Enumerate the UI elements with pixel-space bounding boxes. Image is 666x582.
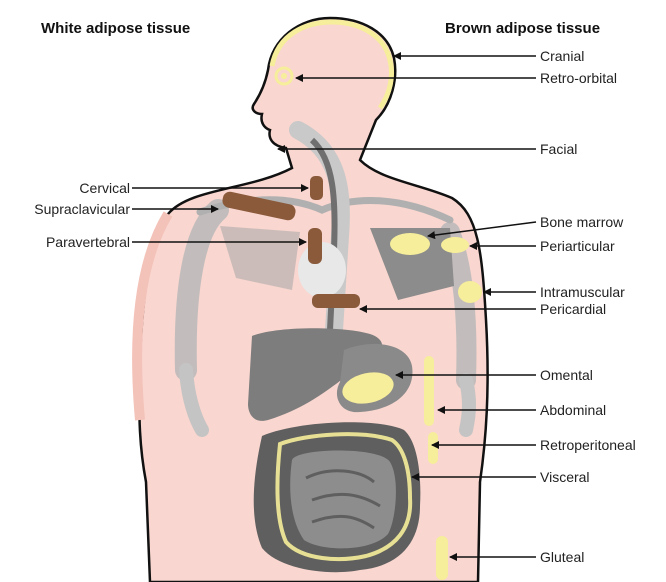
small-intestine [290,451,396,549]
periarticular-fat [441,237,469,253]
label-bone-marrow: Bone marrow [540,214,623,230]
label-intramuscular: Intramuscular [540,284,625,300]
gluteal-fat [436,536,448,580]
pericardial-fat [312,294,360,308]
cervical-fat [310,176,323,200]
brown-adipose-heading: Brown adipose tissue [445,20,600,37]
label-visceral: Visceral [540,469,590,485]
label-periarticular: Periarticular [540,238,615,254]
bone-marrow-fat [390,233,430,255]
paravertebral-fat [308,228,322,264]
white-adipose-heading: White adipose tissue [41,20,190,37]
intramuscular-fat [458,281,482,303]
abdominal-fat [424,356,434,426]
label-cranial: Cranial [540,48,584,64]
label-facial: Facial [540,141,577,157]
label-abdominal: Abdominal [540,402,606,418]
label-gluteal: Gluteal [540,549,584,565]
label-cervical: Cervical [79,180,130,196]
label-omental: Omental [540,367,593,383]
label-paravertebral: Paravertebral [46,234,130,250]
label-retroperitoneal: Retroperitoneal [540,437,636,453]
retro-orbital-eye [281,73,287,79]
right-forearm [466,380,469,430]
label-supraclavicular: Supraclavicular [34,201,130,217]
label-pericardial: Pericardial [540,301,606,317]
label-retro-orbital: Retro-orbital [540,70,617,86]
retroperitoneal-fat [428,432,438,464]
